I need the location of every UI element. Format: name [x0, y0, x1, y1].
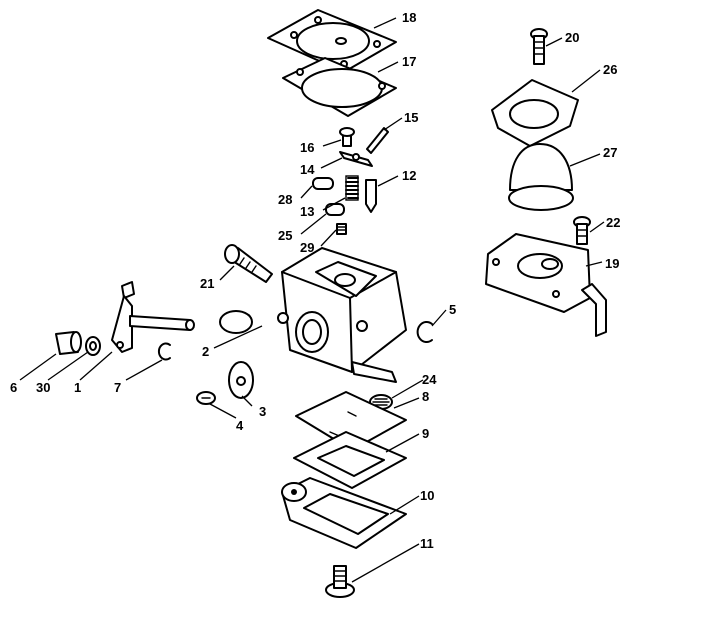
callout-15: 15: [404, 110, 418, 125]
callout-16: 16: [300, 140, 314, 155]
part-5-circlip: [416, 321, 433, 343]
part-14-inlet-lever: [339, 151, 373, 167]
callout-26: 26: [603, 62, 617, 77]
callout-19: 19: [605, 256, 619, 271]
callout-27: 27: [603, 145, 617, 160]
callout-21: 21: [200, 276, 214, 291]
callout-4: 4: [236, 418, 244, 433]
part-29-small-screw: [336, 223, 347, 235]
callout-28: 28: [278, 192, 292, 207]
leader-lines: [19, 17, 605, 583]
callout-3: 3: [259, 404, 266, 419]
callout-labels: 18 17 15 16 14 12 28 13 25 29 21 5 2 6 3…: [10, 10, 620, 551]
callout-30: 30: [36, 380, 50, 395]
callout-9: 9: [422, 426, 429, 441]
part-7-circlip: [157, 342, 171, 361]
callout-20: 20: [565, 30, 579, 45]
carburetor-body: [277, 247, 407, 383]
part-11-screw: [325, 565, 355, 598]
part-17-diaphragm-gasket: [282, 57, 397, 117]
part-25-plug: [325, 203, 345, 216]
callout-2: 2: [202, 344, 209, 359]
callout-22: 22: [606, 215, 620, 230]
callout-7: 7: [114, 380, 121, 395]
callout-8: 8: [422, 389, 429, 404]
part-27-primer-bulb: [508, 143, 574, 211]
part-3-throttle-plate: [228, 361, 254, 399]
callout-25: 25: [278, 228, 292, 243]
part-13-spring: [345, 175, 359, 201]
callout-6: 6: [10, 380, 17, 395]
part-22-screw: [573, 216, 591, 245]
part-30-washer: [85, 336, 101, 356]
part-26-flange: [491, 79, 579, 147]
callout-12: 12: [402, 168, 416, 183]
callout-13: 13: [300, 204, 314, 219]
part-16-screw: [339, 127, 355, 147]
callout-10: 10: [420, 488, 434, 503]
callout-18: 18: [402, 10, 416, 25]
part-2-spring: [219, 310, 253, 334]
callout-11: 11: [420, 536, 434, 551]
callout-29: 29: [300, 240, 314, 255]
callout-24: 24: [422, 372, 437, 387]
part-28-plug: [312, 177, 334, 190]
part-4-screw: [196, 391, 216, 405]
callout-5: 5: [449, 302, 456, 317]
part-18-diaphragm-cover: [267, 9, 397, 73]
callout-14: 14: [300, 162, 315, 177]
callout-1: 1: [74, 380, 81, 395]
part-9-pump-gasket: [293, 431, 407, 489]
part-15-pin: [366, 127, 389, 154]
part-10-end-cover: [281, 477, 407, 549]
callout-17: 17: [402, 54, 416, 69]
part-12-inlet-needle: [365, 179, 377, 213]
part-19-pump-housing: [485, 233, 607, 337]
part-21-adjusting-screw: [224, 244, 273, 283]
part-1-throttle-shaft: [111, 281, 195, 353]
part-6-sleeve: [55, 331, 82, 355]
part-20-screw: [530, 28, 548, 65]
